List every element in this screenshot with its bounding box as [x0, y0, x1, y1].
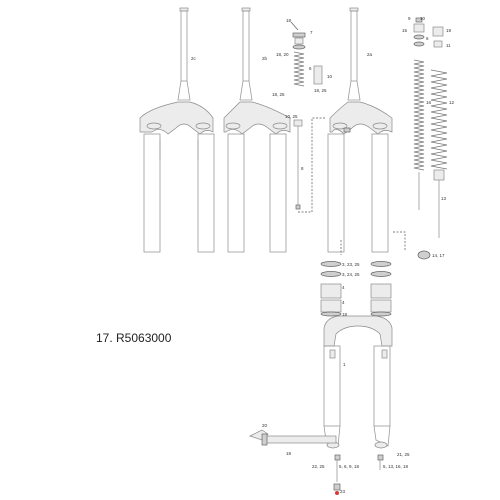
label-16: 16	[426, 100, 432, 105]
bottom-hardware	[333, 454, 384, 495]
label-3-23-25: 3, 23, 25	[342, 262, 360, 267]
label-5-13-16-18: 5, 13, 16, 18	[383, 464, 409, 469]
crown-steerer-2c	[139, 7, 215, 253]
label-20: 20	[262, 423, 268, 428]
label-19: 19	[446, 28, 452, 33]
lower-legs	[323, 315, 393, 449]
label-6-right: 6	[426, 36, 429, 41]
part-number-note: 17. R5063000	[96, 331, 172, 345]
label-6: 6	[309, 66, 312, 71]
label-10: 10	[420, 16, 426, 21]
crown-steerer-2b	[223, 7, 291, 253]
thru-axle	[249, 429, 337, 446]
label-9: 9	[408, 16, 411, 21]
label-18-stack: 18	[342, 312, 348, 317]
label-14-17: 14, 17	[432, 253, 445, 258]
label-11: 11	[446, 43, 451, 48]
label-3-24-25: 3, 24, 25	[342, 272, 360, 277]
label-4-b: 4	[342, 300, 345, 305]
callout-labels: 2c 2b 2a 18 7 18, 20 6 10 18, 25 18, 25 …	[191, 16, 455, 494]
label-8: 8	[301, 166, 304, 171]
label-22-25: 22, 25	[312, 464, 325, 469]
label-12: 12	[449, 100, 455, 105]
label-18-top: 18	[286, 18, 292, 23]
label-23: 23	[340, 489, 346, 494]
label-2c: 2c	[191, 56, 197, 61]
label-13: 13	[441, 196, 447, 201]
label-18-25-a: 18, 25	[272, 92, 285, 97]
label-1: 1	[343, 362, 346, 367]
label-2a: 2a	[367, 52, 373, 57]
damper-spring-column	[392, 17, 448, 260]
label-18-20: 18, 20	[276, 52, 289, 57]
label-18-axle: 18	[286, 451, 292, 456]
label-10-25: 10, 25	[285, 114, 298, 119]
label-18-25-b: 18, 25	[314, 88, 327, 93]
crown-steerer-2a	[327, 7, 393, 253]
label-15: 15	[402, 28, 408, 33]
label-4-a: 4	[342, 285, 345, 290]
label-7: 7	[310, 30, 313, 35]
label-21-25: 21, 25	[397, 452, 410, 457]
bushing-stack	[320, 240, 392, 317]
label-2b: 2b	[262, 56, 268, 61]
air-spring-column	[290, 21, 326, 213]
label-5-6-9-18: 5, 6, 9, 18	[339, 464, 360, 469]
label-10-center: 10	[327, 74, 333, 79]
